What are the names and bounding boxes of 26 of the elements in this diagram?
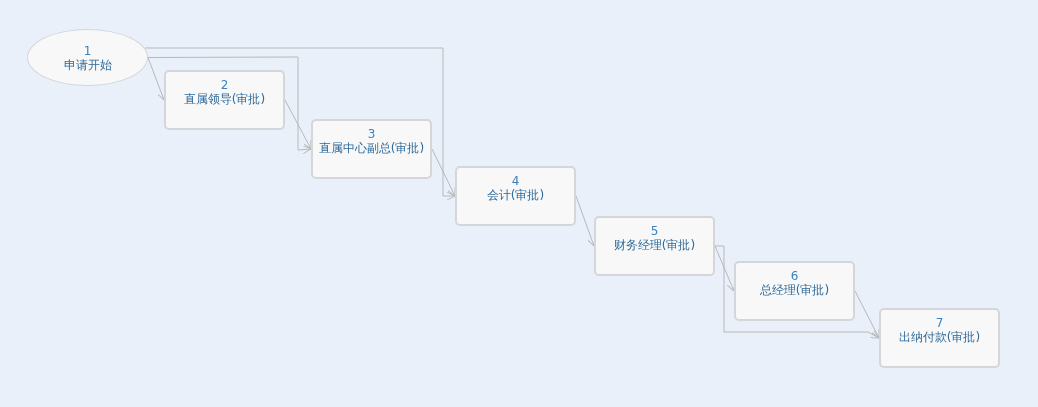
step-number: 3 <box>367 127 376 141</box>
step-label: 直属中心副总(审批) <box>318 141 425 155</box>
step-label: 会计(审批) <box>486 188 545 202</box>
arrow <box>284 99 312 150</box>
process-box <box>164 70 285 130</box>
step-number: 1 <box>83 43 92 58</box>
step-label: 直属领导(审批) <box>183 92 266 106</box>
step-label: 财务经理(审批) <box>613 238 696 252</box>
process-box <box>879 308 1000 368</box>
arrow <box>854 290 880 339</box>
arrow <box>431 148 456 197</box>
step-label: 总经理(审批) <box>759 283 830 297</box>
process-box <box>594 216 715 276</box>
process-box <box>311 119 432 179</box>
arrow <box>575 195 596 247</box>
step-number: 2 <box>220 78 229 92</box>
arrow <box>147 57 166 101</box>
process-box <box>455 166 576 226</box>
process-box <box>734 261 855 321</box>
arrow <box>714 245 736 292</box>
step-number: 6 <box>790 269 799 283</box>
step-label: 申请开始 <box>63 57 112 72</box>
step-number: 7 <box>935 316 944 330</box>
step-label: 出纳付款(审批) <box>898 330 981 344</box>
step-number: 5 <box>650 224 659 238</box>
step-number: 4 <box>511 174 520 188</box>
